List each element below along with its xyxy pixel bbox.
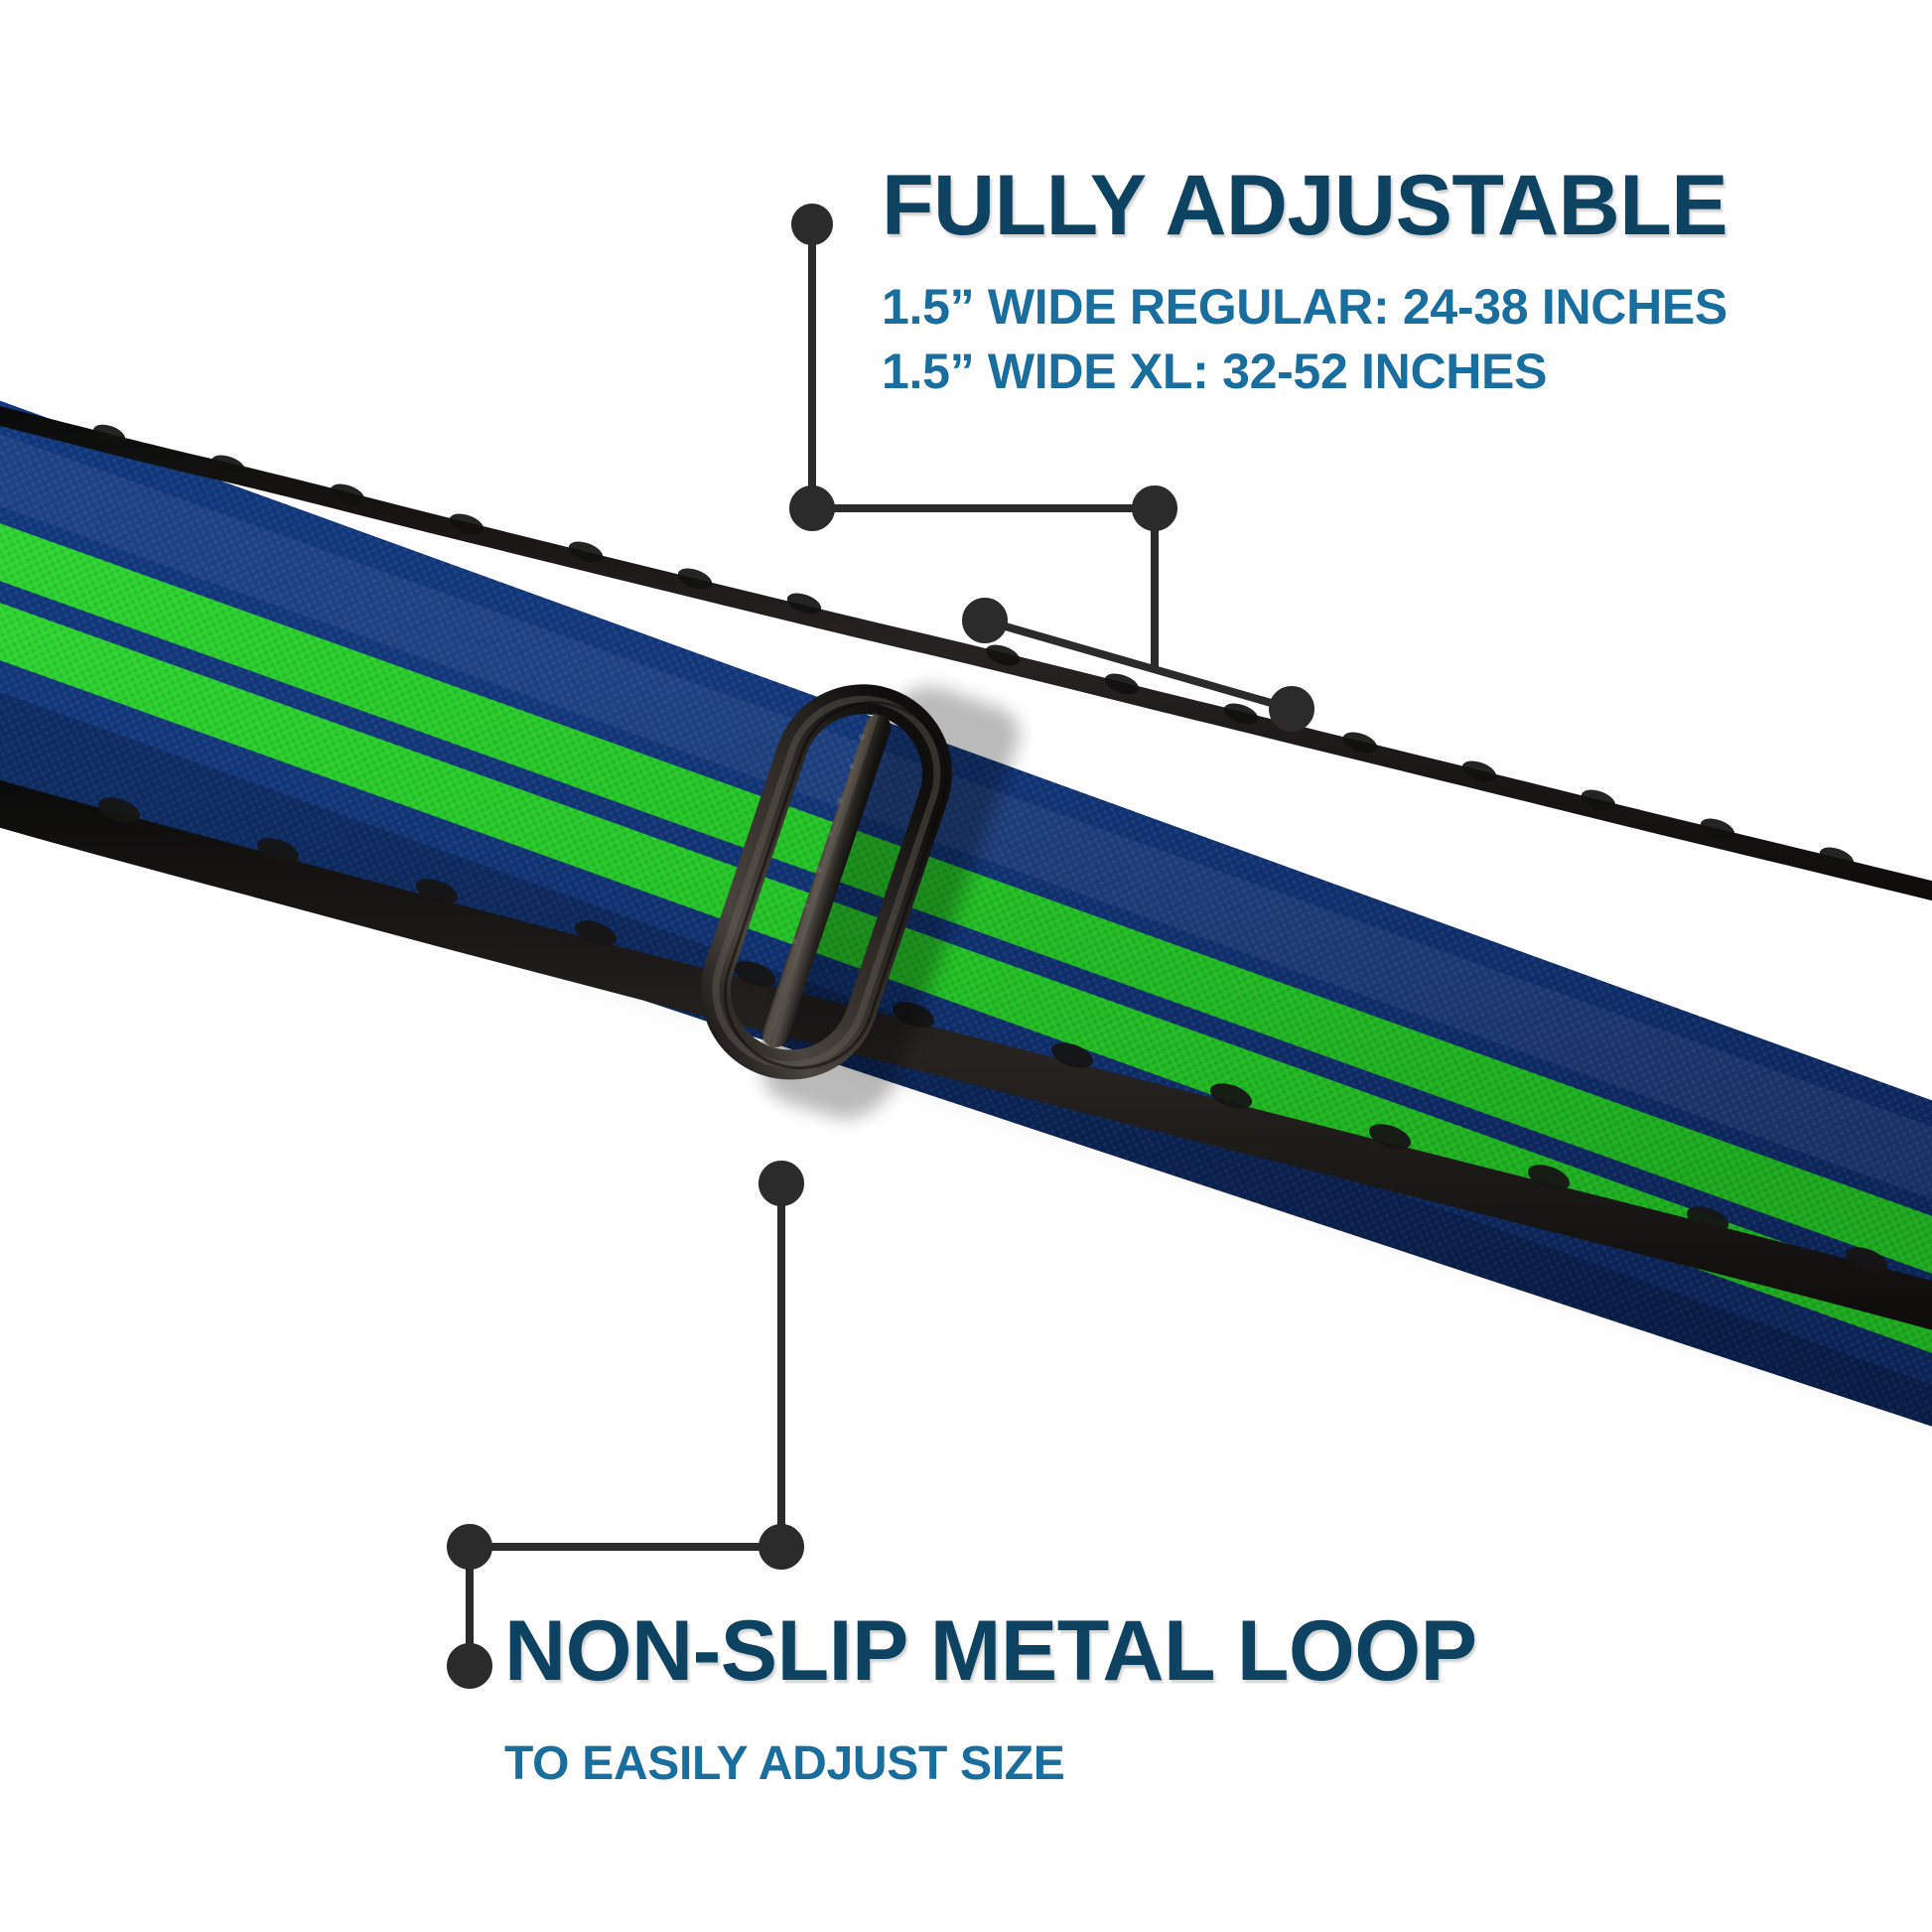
callout-title-fully-adjustable: FULLY ADJUSTABLE	[882, 158, 1728, 253]
metal-slide-loop	[700, 676, 1018, 1109]
strap-top-edge	[0, 406, 1932, 901]
callout-dot-title-top	[791, 204, 833, 245]
callout-dot-elbow-left-top	[789, 485, 835, 531]
callout-spec-regular: 1.5” WIDE REGULAR: 24-38 INCHES	[882, 279, 1727, 335]
callout-dot-mid-top	[962, 598, 1008, 643]
callout-dot-end-top	[1269, 686, 1314, 732]
callout-dot-title-bottom	[447, 1643, 492, 1689]
strap-bottom-edge	[0, 779, 1932, 1330]
leader-line-top-diagonal	[983, 617, 1294, 713]
callout-dot-elbow-right-top	[1132, 485, 1177, 531]
callout-dot-buckle-bottom	[759, 1161, 804, 1206]
callout-dot-elbow-right-bottom	[759, 1524, 804, 1570]
callout-spec-xl: 1.5” WIDE XL: 32-52 INCHES	[882, 344, 1548, 399]
callout-dot-elbow-left-bottom	[447, 1524, 492, 1570]
callout-subtitle-adjust-size: TO EASILY ADJUST SIZE	[504, 1737, 1065, 1790]
callout-title-non-slip-metal-loop: NON-SLIP METAL LOOP	[504, 1603, 1477, 1699]
